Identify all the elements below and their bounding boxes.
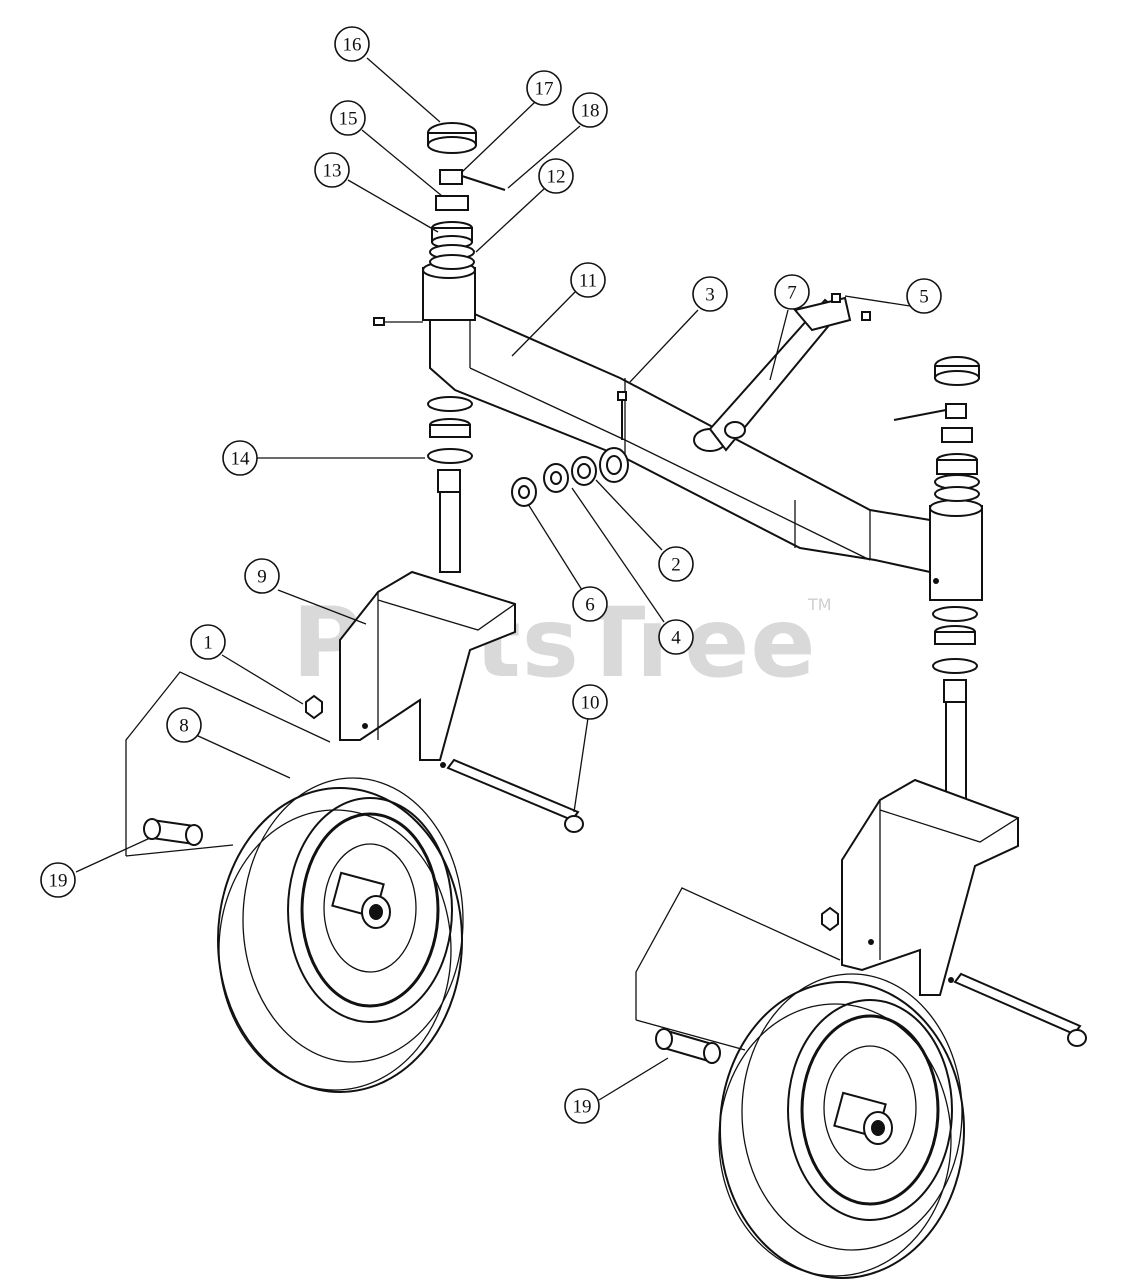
svg-text:14: 14: [231, 449, 251, 470]
callout-12: 12: [538, 158, 574, 194]
callout-19-left: 19: [40, 862, 76, 898]
callout-17: 17: [526, 70, 562, 106]
callout-10: 10: [572, 684, 608, 720]
svg-text:19: 19: [573, 1097, 592, 1118]
pivot-hardware: [511, 293, 871, 507]
svg-text:2: 2: [671, 555, 681, 576]
right-spacer: [635, 887, 841, 1064]
callout-6: 6: [572, 586, 608, 622]
svg-text:4: 4: [671, 628, 681, 649]
svg-text:8: 8: [179, 716, 189, 737]
watermark-trademark: TM: [807, 595, 832, 614]
left-bottom-bearing-stack: [427, 396, 473, 573]
callout-2: 2: [658, 546, 694, 582]
right-spindle-housing: [929, 499, 983, 601]
right-caster-fork: [821, 778, 1020, 996]
left-wheel: [217, 777, 464, 1093]
callout-14: 14: [222, 440, 258, 476]
right-axle-bolt: [953, 972, 1087, 1047]
right-top-bearing-stack: [893, 356, 980, 502]
axle-beam: [429, 310, 931, 574]
right-bottom-bearing-stack: [932, 606, 978, 813]
callout-13: 13: [314, 152, 350, 188]
left-caster-fork: [305, 570, 517, 768]
left-spacer: [125, 671, 331, 857]
callout-16: 16: [334, 26, 370, 62]
callout-19-right: 19: [564, 1088, 600, 1124]
left-top-bearing-stack: [427, 122, 506, 270]
left-axle-bolt: [446, 758, 584, 833]
callout-11: 11: [570, 262, 606, 298]
svg-text:3: 3: [705, 285, 715, 306]
callout-4: 4: [658, 619, 694, 655]
svg-text:15: 15: [339, 109, 358, 130]
callout-1: 1: [190, 624, 226, 660]
callout-7: 7: [774, 274, 810, 310]
callout-3: 3: [692, 276, 728, 312]
callout-18: 18: [572, 92, 608, 128]
svg-text:6: 6: [585, 595, 595, 616]
callout-labels: 1 2 3 4 5 6 7 8 9 10 11 12 13 14 15 16 1…: [40, 26, 942, 1124]
right-wheel: [718, 973, 965, 1279]
callout-leaders: [75, 57, 911, 1101]
svg-text:10: 10: [581, 693, 600, 714]
svg-text:1: 1: [203, 633, 213, 654]
svg-text:12: 12: [547, 167, 566, 188]
callout-15: 15: [330, 100, 366, 136]
callout-5: 5: [906, 278, 942, 314]
left-spindle-housing: [373, 261, 476, 326]
svg-text:17: 17: [535, 79, 554, 100]
svg-text:19: 19: [49, 871, 68, 892]
callout-8: 8: [166, 707, 202, 743]
svg-text:7: 7: [787, 283, 797, 304]
svg-text:5: 5: [919, 287, 929, 308]
svg-text:16: 16: [343, 35, 362, 56]
svg-text:18: 18: [581, 101, 600, 122]
svg-text:11: 11: [579, 271, 597, 292]
svg-text:13: 13: [323, 161, 342, 182]
svg-text:9: 9: [257, 567, 267, 588]
callout-9: 9: [244, 558, 280, 594]
